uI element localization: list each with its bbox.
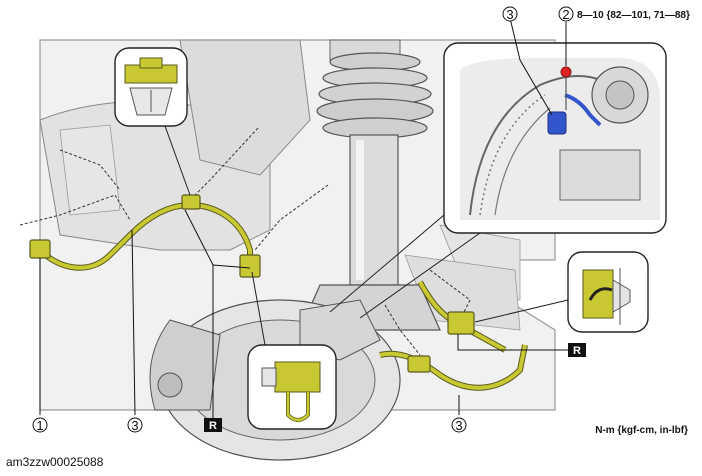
callout-2: 2 bbox=[558, 6, 574, 22]
reference-mark-left: R bbox=[204, 418, 222, 432]
callout-3-top: 3 bbox=[502, 6, 518, 22]
dashed-leaders bbox=[19, 127, 471, 356]
sensor-harness bbox=[37, 201, 528, 391]
torque-spec: 8—10 {82—101, 71—88} bbox=[577, 10, 690, 21]
callout-1-label: 1 bbox=[36, 418, 43, 433]
callout-2-label: 2 bbox=[562, 7, 569, 22]
callout-3-right: 3 bbox=[451, 417, 467, 433]
callout-leaders bbox=[39, 17, 568, 418]
connector-detail-inset-right bbox=[474, 251, 649, 333]
image-id-caption: am3zzw00025088 bbox=[6, 455, 104, 469]
reference-mark-right-label: R bbox=[573, 345, 581, 357]
sensor-bolt-detail-inset bbox=[329, 42, 667, 319]
clip-detail-inset-top bbox=[114, 47, 191, 196]
clip-detail-inset-bottom bbox=[247, 271, 337, 430]
reference-mark-left-label: R bbox=[209, 420, 217, 432]
torque-unit-note: N-m {kgf-cm, in-lbf} bbox=[595, 425, 688, 436]
callout-3-left-label: 3 bbox=[131, 418, 138, 433]
callout-3-left: 3 bbox=[127, 417, 143, 433]
callout-1: 1 bbox=[32, 417, 48, 433]
harness-connectors bbox=[29, 194, 475, 373]
callout-3-right-label: 3 bbox=[455, 418, 462, 433]
vehicle-structure bbox=[39, 39, 556, 411]
reference-mark-right: R bbox=[568, 343, 586, 357]
callout-3-top-label: 3 bbox=[506, 7, 513, 22]
